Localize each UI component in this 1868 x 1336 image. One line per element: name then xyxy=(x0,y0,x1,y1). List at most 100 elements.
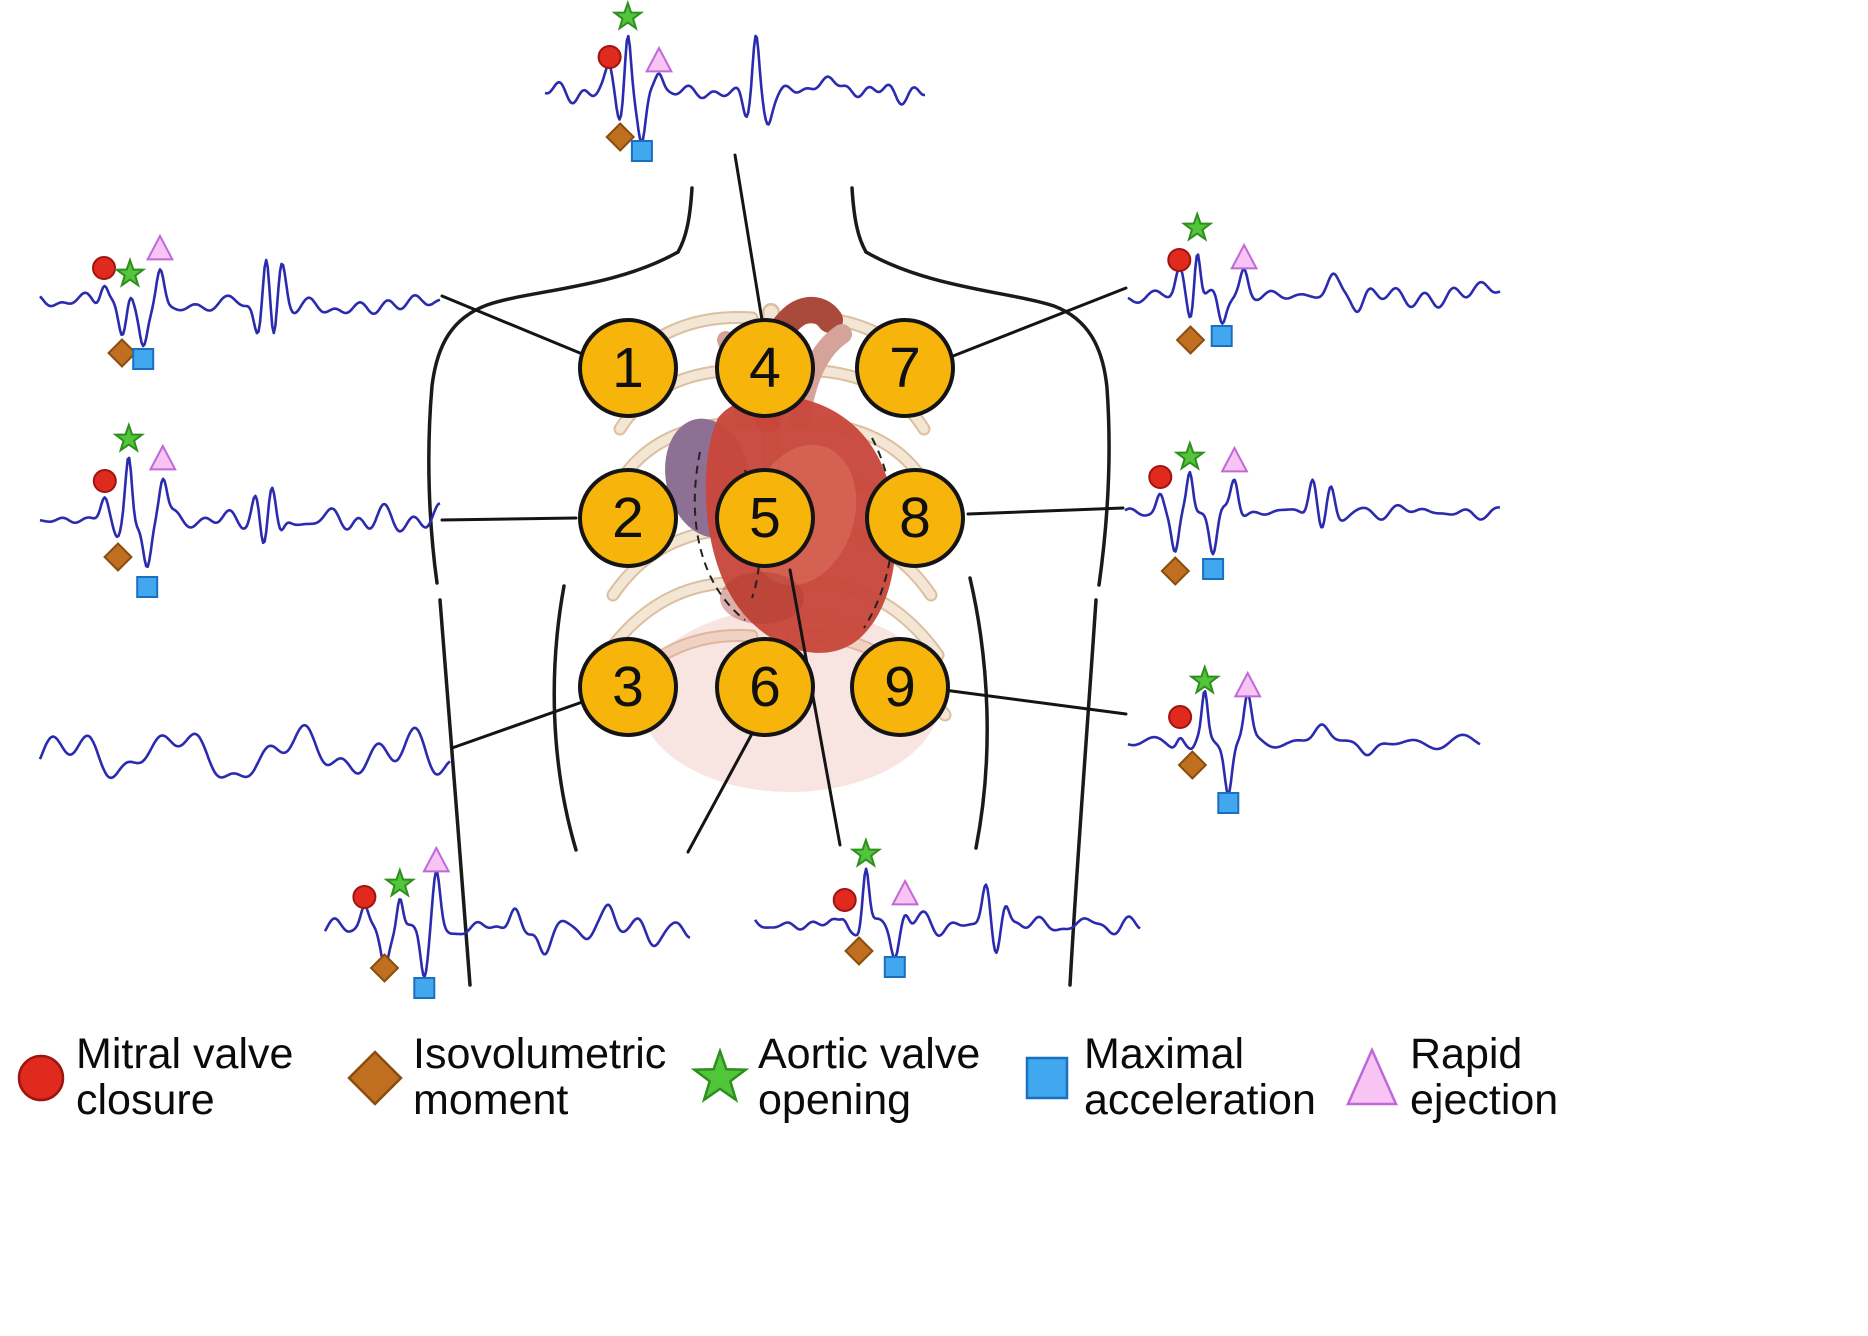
aortic-opening-icon xyxy=(690,1047,750,1103)
heart-apex-shade xyxy=(720,572,804,624)
sensor-4: 4 xyxy=(715,318,815,418)
isovolumetric-icon xyxy=(347,1050,403,1106)
sensor-6: 6 xyxy=(715,637,815,737)
rapid-ejection-marker xyxy=(145,233,175,261)
legend-label-rapid-ejection: Rapid ejection xyxy=(1410,1032,1558,1123)
legend-item-max-acceleration: Maximal acceleration xyxy=(1018,1022,1316,1134)
scg-trace-sensor-6 xyxy=(323,845,691,999)
legend-label-aortic-opening: Aortic valve opening xyxy=(758,1032,980,1123)
rapid-ejection-marker xyxy=(1230,242,1259,270)
mitral-closure-marker xyxy=(92,469,117,493)
scg-traces xyxy=(38,0,1501,999)
max-acceleration-icon xyxy=(1025,1056,1069,1100)
aortic-opening-marker xyxy=(1180,210,1214,242)
isovolumetric-marker xyxy=(1177,750,1208,780)
scg-trace-sensor-1 xyxy=(39,233,441,370)
sensor-1-label: 1 xyxy=(612,336,644,400)
rapid-ejection-marker xyxy=(644,45,674,73)
legend-item-mitral-closure: Mitral valve closure xyxy=(14,1022,293,1134)
scg-waveform xyxy=(1124,470,1501,556)
mitral-closure-icon xyxy=(17,1054,65,1102)
sensor-3-label: 3 xyxy=(612,655,644,719)
connector-sensor-5 xyxy=(788,568,842,847)
legend-label-line: Rapid xyxy=(1410,1030,1523,1079)
torso-neck-right xyxy=(850,186,868,254)
aortic-opening-marker xyxy=(112,421,146,453)
mitral-closure-marker xyxy=(1167,248,1192,272)
sensor-1: 1 xyxy=(578,318,678,418)
connector-sensor-8 xyxy=(966,506,1125,516)
legend-item-rapid-ejection: Rapid ejection xyxy=(1342,1022,1558,1134)
connector-sensor-4 xyxy=(733,153,764,322)
legend-label-max-acceleration: Maximal acceleration xyxy=(1084,1032,1316,1123)
legend-item-aortic-opening: Aortic valve opening xyxy=(690,1022,980,1134)
legend-label-mitral-closure: Mitral valve closure xyxy=(76,1032,293,1123)
torso-waist-left xyxy=(552,584,578,852)
max-acceleration-marker xyxy=(1210,325,1233,347)
connector-sensor-1 xyxy=(440,294,594,360)
scg-waveform xyxy=(1127,690,1481,796)
sensor-9: 9 xyxy=(850,637,950,737)
max-acceleration-marker xyxy=(883,956,906,978)
sensor-6-label: 6 xyxy=(749,655,781,719)
max-acceleration-marker xyxy=(132,348,155,370)
torso-neck-left xyxy=(676,186,694,254)
connector-sensor-7 xyxy=(946,286,1128,360)
sensor-3: 3 xyxy=(578,637,678,737)
sensor-7-label: 7 xyxy=(889,336,921,400)
mitral-closure-marker xyxy=(352,885,377,909)
aortic-opening-marker xyxy=(383,866,417,898)
scg-waveform xyxy=(38,723,451,780)
scg-trace-sensor-3 xyxy=(38,723,451,780)
sensor-8-label: 8 xyxy=(899,486,931,550)
mitral-closure-marker xyxy=(1168,705,1193,729)
sensor-8: 8 xyxy=(865,468,965,568)
scg-waveform xyxy=(1127,253,1501,325)
sensor-7: 7 xyxy=(855,318,955,418)
legend-item-isovolumetric: Isovolumetric moment xyxy=(345,1022,666,1134)
rapid-ejection-marker xyxy=(1233,670,1262,698)
scg-waveform xyxy=(39,258,441,348)
rapid-ejection-marker xyxy=(422,845,451,873)
isovolumetric-marker xyxy=(605,122,636,152)
sensor-2: 2 xyxy=(578,468,678,568)
sensor-4-label: 4 xyxy=(749,336,781,400)
legend-label-line: Mitral valve xyxy=(76,1030,294,1079)
scg-waveform xyxy=(39,456,441,569)
max-acceleration-marker xyxy=(413,977,436,999)
legend-label-line: moment xyxy=(413,1076,569,1124)
scg-trace-sensor-5 xyxy=(753,836,1141,978)
sensor-5: 5 xyxy=(715,468,815,568)
sensor-9-label: 9 xyxy=(884,655,916,719)
isovolumetric-marker xyxy=(369,953,400,983)
aortic-opening-marker xyxy=(1173,439,1207,471)
connector-sensor-9 xyxy=(942,688,1128,716)
aortic-opening-marker xyxy=(611,0,645,31)
scg-waveform xyxy=(753,867,1141,960)
max-acceleration-marker xyxy=(630,140,653,162)
legend-label-line: Aortic valve xyxy=(758,1030,981,1079)
legend-label-line: Isovolumetric xyxy=(413,1030,667,1079)
connector-sensor-6 xyxy=(686,728,756,854)
scg-trace-sensor-2 xyxy=(39,421,441,598)
legend-label-line: opening xyxy=(758,1076,912,1124)
legend-label-line: Maximal xyxy=(1084,1030,1245,1079)
mitral-closure-marker xyxy=(92,256,116,280)
isovolumetric-marker xyxy=(1175,325,1206,355)
torso-shoulder-arm-left xyxy=(427,250,680,987)
isovolumetric-marker xyxy=(103,542,133,572)
connector-lines xyxy=(440,153,1128,854)
max-acceleration-marker xyxy=(1217,792,1240,814)
connector-sensor-2 xyxy=(440,516,578,522)
mitral-closure-marker xyxy=(1148,465,1173,489)
aortic-opening-marker xyxy=(1188,663,1221,695)
torso-waist-right xyxy=(968,576,989,850)
sensor-2-label: 2 xyxy=(612,486,644,550)
mitral-closure-marker xyxy=(832,888,857,912)
scg-trace-sensor-9 xyxy=(1127,663,1481,814)
legend-label-line: closure xyxy=(76,1076,215,1124)
max-acceleration-marker xyxy=(1202,558,1225,580)
legend-label-line: ejection xyxy=(1410,1076,1559,1124)
scg-trace-sensor-4 xyxy=(544,0,926,162)
legend: Mitral valve closure Isovolumetric momen… xyxy=(0,1022,1868,1134)
